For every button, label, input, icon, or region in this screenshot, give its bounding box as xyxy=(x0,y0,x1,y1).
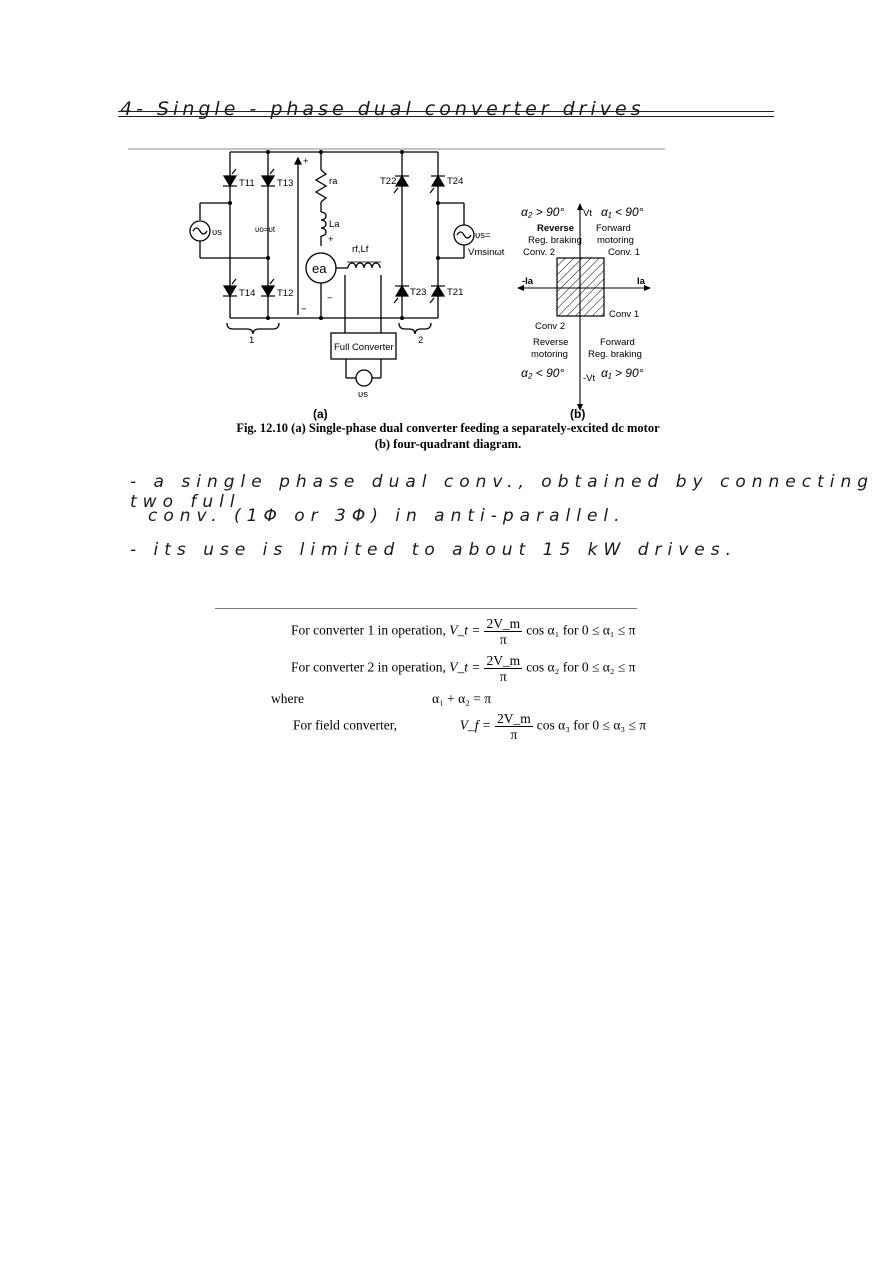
t14-label: T14 xyxy=(239,288,255,299)
eq4-prefix: For field converter, xyxy=(293,717,398,733)
subfigure-b-label: (b) xyxy=(570,407,585,421)
eq2-prefix: For converter 2 in operation, xyxy=(291,659,446,675)
eq4-num: 2V_m xyxy=(495,711,533,727)
vs-right-label: υs= xyxy=(475,230,491,241)
q3-conv: Conv 2 xyxy=(535,321,565,332)
minus-sign: − xyxy=(327,293,333,304)
note-line-2: conv. (1Φ or 3Φ) in anti-parallel. xyxy=(148,506,626,526)
eq4-lhs: V_f = xyxy=(459,717,492,733)
page-heading: 4- Single - phase dual converter drives xyxy=(120,98,645,120)
strike-line xyxy=(118,111,774,112)
ea-label: ea xyxy=(312,261,327,276)
equation-3: α₁ + α₂ = π xyxy=(432,691,492,706)
subfigure-a-label: (a) xyxy=(313,407,328,421)
t22-label: T22 xyxy=(380,176,396,187)
vt-neg-label: -Vt xyxy=(583,373,596,384)
q4-conv: Conv 1 xyxy=(609,309,639,320)
quadrant-diagram xyxy=(517,203,651,411)
vs-bottom-label: υs xyxy=(358,389,368,400)
plus-sign: + xyxy=(328,234,334,245)
group-2-label: 2 xyxy=(418,335,423,346)
minus-sign: − xyxy=(301,304,307,315)
la-label: La xyxy=(329,219,340,230)
t24-label: T24 xyxy=(447,176,463,187)
q1-conv: Conv. 1 xyxy=(608,247,640,258)
t23-label: T23 xyxy=(410,287,426,298)
where-label: where xyxy=(271,691,304,706)
ia-pos-label: Ia xyxy=(637,276,646,287)
field-label: rf,Lf xyxy=(352,244,369,255)
vt-pos-label: Vt xyxy=(583,208,592,219)
alpha2-bot-label: α₂ < 90° xyxy=(521,366,564,380)
full-converter-label: Full Converter xyxy=(334,342,394,353)
note-line-3: - its use is limited to about 15 kW driv… xyxy=(130,540,738,560)
plus-sign: + xyxy=(303,156,309,167)
alpha1-top-label: α₁ < 90° xyxy=(601,205,644,219)
eq1-rest: cos α₁ for 0 ≤ α₁ ≤ π xyxy=(526,622,636,638)
vs-left-label: υs xyxy=(212,227,222,238)
q2-sub: Reg. braking xyxy=(528,235,582,246)
figure-svg: T11 T13 T14 T12 T22 T24 T23 T21 υs υo=υt… xyxy=(128,148,665,421)
equation-rule xyxy=(215,608,637,609)
figure-caption-line-2: (b) four-quadrant diagram. xyxy=(374,437,522,451)
vo-label: υo=υt xyxy=(255,225,276,234)
q2-title: Reverse xyxy=(537,223,574,234)
q1-sub: motoring xyxy=(597,235,634,246)
ia-neg-label: -Ia xyxy=(522,276,534,287)
eq2-rest: cos α₂ for 0 ≤ α₂ ≤ π xyxy=(526,659,636,675)
eq4-rest: cos α₃ for 0 ≤ α₃ ≤ π xyxy=(536,717,647,733)
eq2-den: π xyxy=(499,669,507,684)
ra-label: ra xyxy=(329,176,338,187)
q3-sub: motoring xyxy=(531,349,568,360)
q4-title: Forward xyxy=(600,337,635,348)
eq2-lhs: V_t = xyxy=(449,659,481,675)
figure-caption-line-1: Fig. 12.10 (a) Single-phase dual convert… xyxy=(236,421,660,435)
strike-line xyxy=(118,116,774,117)
t12-label: T12 xyxy=(277,288,293,299)
t13-label: T13 xyxy=(277,178,293,189)
eq1-num: 2V_m xyxy=(484,616,523,632)
vm-sin-label: Vmsinωt xyxy=(468,247,505,258)
q4-sub: Reg. braking xyxy=(588,349,642,360)
group-1-label: 1 xyxy=(249,335,254,346)
eq1-den: π xyxy=(499,632,507,647)
eq2-num: 2V_m xyxy=(484,653,523,669)
alpha2-top-label: α₂ > 90° xyxy=(521,205,564,219)
q2-conv: Conv. 2 xyxy=(523,247,555,258)
q3-title: Reverse xyxy=(533,337,568,348)
eq1-prefix: For converter 1 in operation, xyxy=(291,622,446,638)
t21-label: T21 xyxy=(447,287,463,298)
q1-title: Forward xyxy=(596,223,631,234)
eq1-lhs: V_t = xyxy=(449,622,481,638)
t11-label: T11 xyxy=(239,178,255,189)
note-line-1: - a single phase dual conv., obtained by… xyxy=(130,472,875,512)
eq4-den: π xyxy=(510,727,518,742)
alpha1-bot-label: α₁ > 90° xyxy=(601,366,644,380)
